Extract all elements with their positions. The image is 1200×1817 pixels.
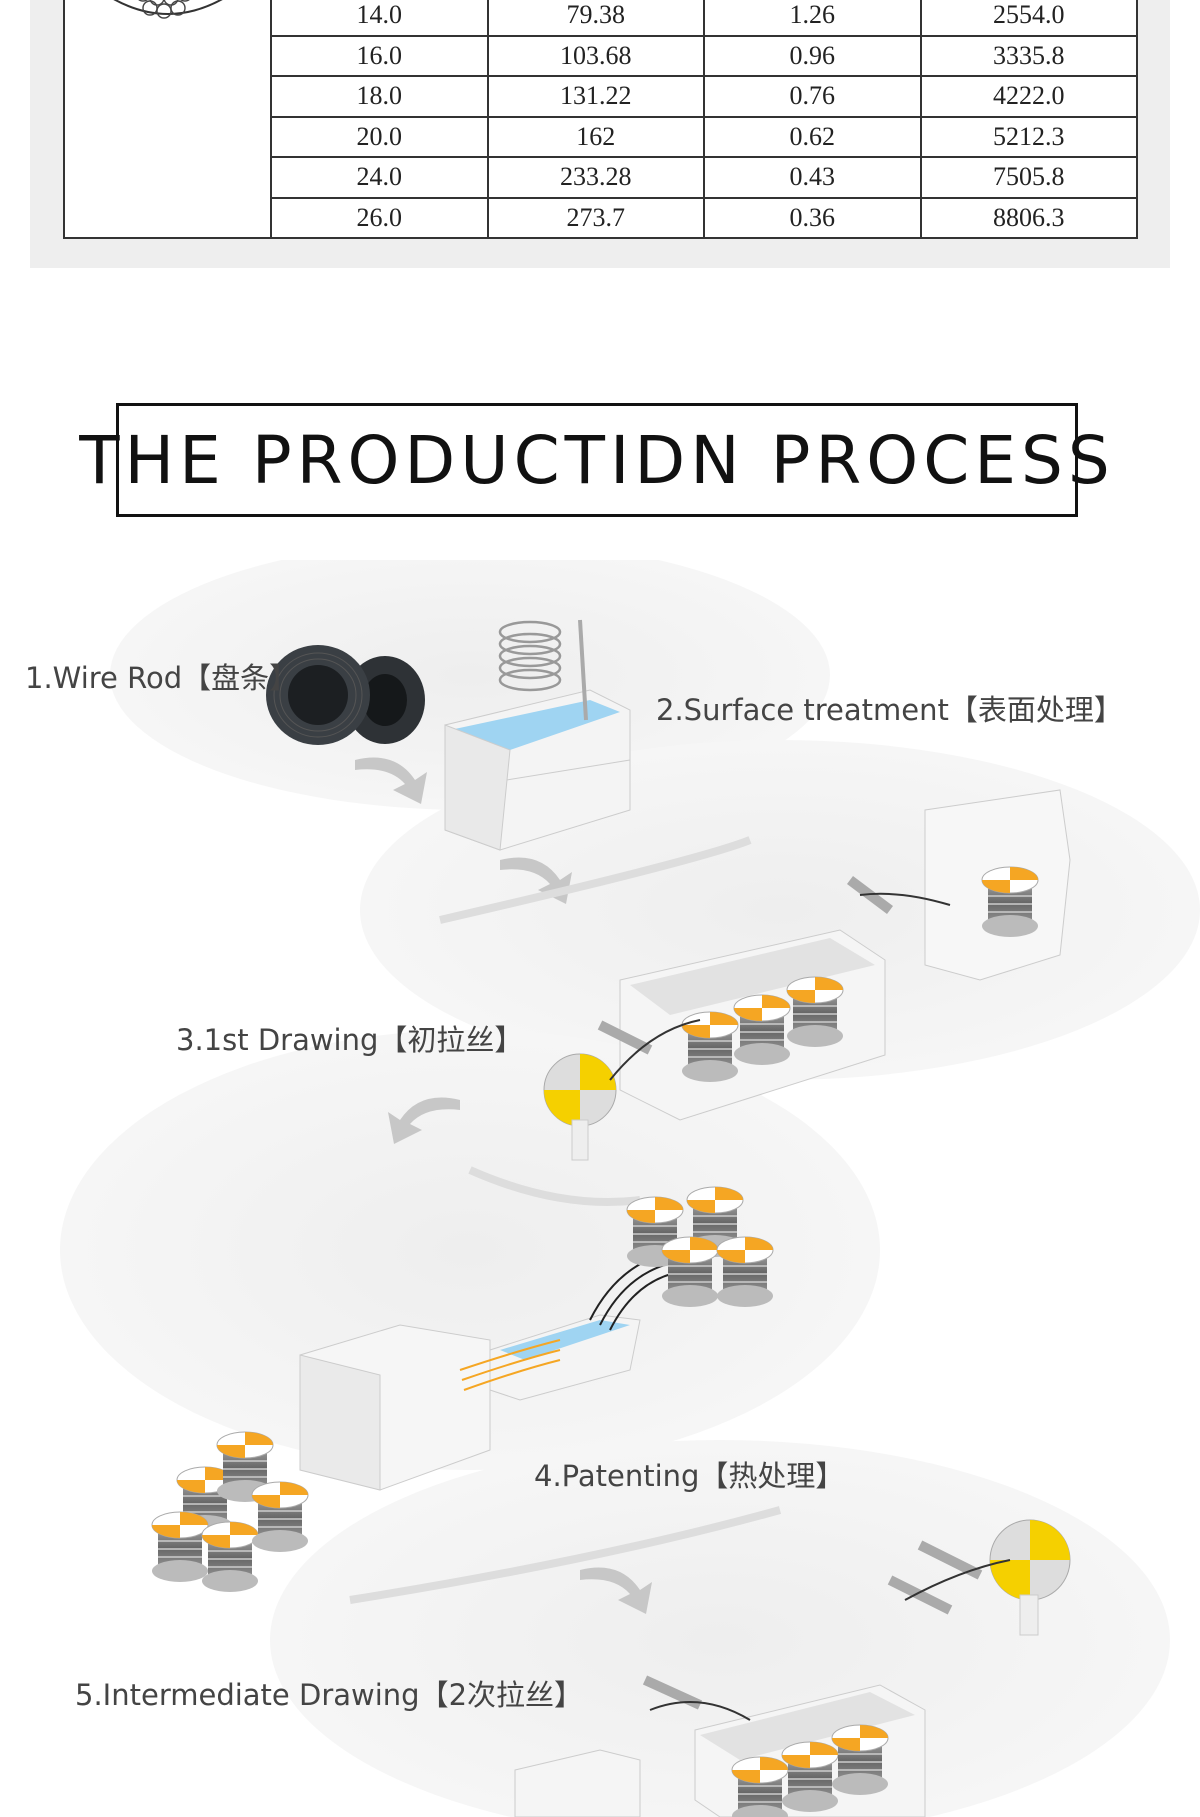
table-row: 20.0 162 0.62 5212.3 xyxy=(64,115,1138,158)
table-cell: 79.38 xyxy=(486,0,705,37)
table-cell: 4222.0 xyxy=(919,75,1138,118)
blob-step-5 xyxy=(270,1440,1170,1817)
intermediate-drawing-machine-icon xyxy=(514,1519,1071,1817)
spec-table-panel: 14.0 79.38 1.26 2554.0 16.0 103.68 0.96 … xyxy=(30,0,1170,268)
step-label-patenting: 4.Patenting【热处理】 xyxy=(534,1459,845,1493)
table-cell: 0.36 xyxy=(703,196,922,239)
table-cell: 14.0 xyxy=(270,0,489,37)
table-cell: 5212.3 xyxy=(919,115,1138,158)
table-cell: 0.62 xyxy=(703,115,922,158)
rope-cross-section-icon xyxy=(113,0,223,19)
table-cell: 162 xyxy=(486,115,705,158)
table-row: 16.0 103.68 0.96 3335.8 xyxy=(64,34,1138,77)
blob-step-1-2 xyxy=(110,560,830,810)
section-title: THE PRODUCTIDN PROCESS xyxy=(79,421,1115,499)
table-cell: 131.22 xyxy=(486,75,705,118)
wire-rod-coils-icon xyxy=(266,645,425,745)
table-row: 18.0 131.22 0.76 4222.0 xyxy=(64,75,1138,118)
step-label-surface-treatment: 2.Surface treatment【表面处理】 xyxy=(656,693,1123,727)
section-title-box: THE PRODUCTIDN PROCESS xyxy=(79,403,1110,517)
table-cell: 3335.8 xyxy=(919,34,1138,77)
table-cell: 7505.8 xyxy=(919,156,1138,199)
rope-cross-section-cell xyxy=(63,0,272,239)
step-label-wire-rod: 1.Wire Rod【盘条】 xyxy=(25,661,299,695)
table-cell: 16.0 xyxy=(270,34,489,77)
surface-treatment-bath-icon xyxy=(444,619,631,851)
table-cell: 26.0 xyxy=(270,196,489,239)
step-label-intermediate-drawing: 5.Intermediate Drawing【2次拉丝】 xyxy=(75,1678,584,1712)
process-illustration xyxy=(60,560,1200,1817)
table-cell: 24.0 xyxy=(270,156,489,199)
table-cell: 0.96 xyxy=(703,34,922,77)
spec-table: 14.0 79.38 1.26 2554.0 16.0 103.68 0.96 … xyxy=(63,0,1138,239)
table-row: 24.0 233.28 0.43 7505.8 xyxy=(64,156,1138,199)
table-cell: 103.68 xyxy=(486,34,705,77)
table-row: 14.0 79.38 1.26 2554.0 xyxy=(63,0,1138,239)
table-cell: 20.0 xyxy=(270,115,489,158)
table-cell: 273.7 xyxy=(486,196,705,239)
blob-step-4 xyxy=(60,1030,880,1470)
table-cell: 18.0 xyxy=(270,75,489,118)
table-cell: 233.28 xyxy=(486,156,705,199)
table-cell: 0.43 xyxy=(703,156,922,199)
production-process-diagram: 1.Wire Rod【盘条】 2.Surface treatment【表面处理】… xyxy=(0,560,1200,1817)
patenting-furnace-icon xyxy=(151,1186,774,1593)
first-drawing-machine-icon xyxy=(543,789,1071,1161)
step-label-first-drawing: 3.1st Drawing【初拉丝】 xyxy=(176,1023,524,1057)
table-cell: 1.26 xyxy=(703,0,922,37)
table-cell: 2554.0 xyxy=(919,0,1138,37)
table-row: 26.0 273.7 0.36 8806.3 xyxy=(64,196,1138,239)
table-cell: 8806.3 xyxy=(919,196,1138,239)
table-cell: 0.76 xyxy=(703,75,922,118)
